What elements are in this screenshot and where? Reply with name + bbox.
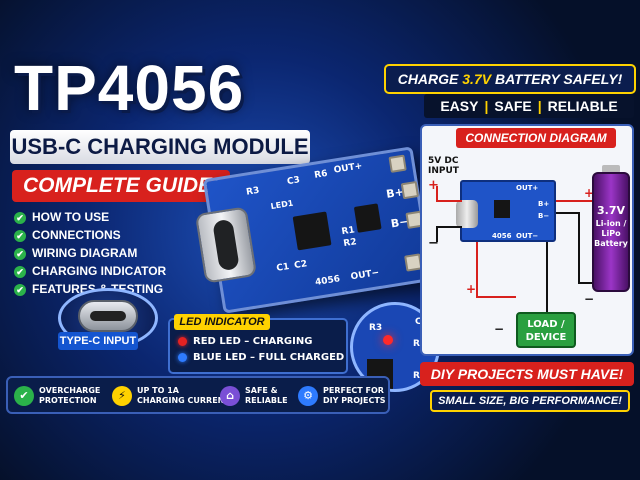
wire-black bbox=[578, 282, 592, 284]
zoom-label-r1: R1 bbox=[413, 371, 426, 381]
feature-item: ✔WIRING DIAGRAM bbox=[14, 244, 184, 262]
board-label-out-minus: OUT− bbox=[350, 268, 380, 283]
shield-home-icon: ⌂ bbox=[220, 386, 240, 406]
wire-red bbox=[436, 200, 462, 202]
wire-black bbox=[578, 212, 580, 284]
small-size-banner: SMALL SIZE, BIG PERFORMANCE! bbox=[430, 390, 630, 412]
mini-out-plus: OUT+ bbox=[516, 184, 539, 192]
check-icon: ✔ bbox=[14, 247, 26, 260]
input-plus: + bbox=[428, 178, 439, 193]
mini-b-plus: B+ bbox=[538, 200, 550, 208]
mini-ic-chip bbox=[494, 200, 510, 218]
battery-label: 3.7V Li-ion / LiPo Battery bbox=[594, 204, 628, 248]
battery-minus: − bbox=[584, 292, 595, 306]
ic-chip bbox=[292, 211, 332, 251]
red-led-icon bbox=[178, 336, 187, 346]
shield-check-icon: ✔ bbox=[14, 386, 34, 406]
lightning-icon: ⚡ bbox=[112, 386, 132, 406]
wire-black bbox=[546, 242, 548, 312]
board-label-r2: R2 bbox=[342, 237, 358, 250]
wire-red bbox=[476, 296, 516, 298]
wire-black bbox=[556, 212, 578, 214]
input-label-1: 5V DC bbox=[428, 156, 459, 166]
load-device-box: LOAD / DEVICE bbox=[516, 312, 576, 348]
feature-item: ✔CHARGING INDICATOR bbox=[14, 262, 184, 280]
board-label-r6: R6 bbox=[313, 168, 329, 181]
mini-out-minus: OUT− bbox=[516, 232, 539, 240]
check-icon: ✔ bbox=[14, 283, 26, 296]
led-indicator-title: LED INDICATOR bbox=[174, 314, 270, 330]
mini-b-minus: B− bbox=[538, 212, 550, 220]
battery-cap bbox=[602, 165, 620, 173]
zoom-label-r6: R6 bbox=[413, 339, 426, 349]
red-led-glow bbox=[383, 335, 393, 345]
board-label-model: 4056 bbox=[314, 274, 341, 289]
battery-icon bbox=[592, 172, 630, 292]
wire-red bbox=[436, 186, 438, 202]
board-label-r3: R3 bbox=[245, 185, 261, 198]
connection-diagram-title: CONNECTION DIAGRAM bbox=[456, 128, 616, 148]
wire-black bbox=[436, 226, 438, 242]
check-icon: ✔ bbox=[14, 211, 26, 224]
wire-red bbox=[556, 200, 592, 202]
wire-red bbox=[476, 242, 478, 298]
feature-list: ✔HOW TO USE ✔CONNECTIONS ✔WIRING DIAGRAM… bbox=[14, 208, 184, 298]
feature-safe: ⌂ SAFE &RELIABLE bbox=[220, 382, 288, 410]
zoom-label-r3: R3 bbox=[369, 323, 383, 333]
subtitle-banner: USB-C CHARGING MODULE bbox=[10, 130, 310, 164]
gear-icon: ⚙ bbox=[298, 386, 318, 406]
input-label-2: INPUT bbox=[428, 166, 459, 176]
battery-plus: + bbox=[584, 186, 595, 200]
check-icon: ✔ bbox=[14, 265, 26, 278]
load-minus: − bbox=[494, 322, 505, 336]
led-row-blue: BLUE LED – FULL CHARGED bbox=[178, 350, 344, 366]
tags-banner: EASY|SAFE|RELIABLE bbox=[424, 94, 634, 118]
board-label-c3: C3 bbox=[286, 175, 301, 188]
load-plus: + bbox=[466, 282, 477, 296]
board-label-c2: C2 bbox=[293, 259, 308, 272]
mini-board: OUT+ B+ B− OUT− 4056 bbox=[456, 180, 556, 242]
solder-pad bbox=[388, 154, 407, 173]
complete-guide-badge: COMPLETE GUIDE! bbox=[12, 170, 230, 202]
led-rows: RED LED – CHARGING BLUE LED – FULL CHARG… bbox=[178, 334, 344, 366]
diy-banner: DIY PROJECTS MUST HAVE! bbox=[420, 362, 634, 386]
blue-led-icon bbox=[178, 352, 187, 362]
usb-c-port bbox=[194, 206, 258, 284]
board-label-led1: LED1 bbox=[270, 198, 294, 212]
input-minus: − bbox=[428, 236, 439, 251]
board-label-r1: R1 bbox=[340, 225, 356, 238]
page-title: TP4056 bbox=[14, 52, 245, 124]
wire-black bbox=[436, 226, 462, 228]
solder-pad bbox=[400, 180, 420, 200]
led-row-red: RED LED – CHARGING bbox=[178, 334, 344, 350]
feature-item: ✔CONNECTIONS bbox=[14, 226, 184, 244]
protection-chip bbox=[353, 203, 382, 233]
board-label-out-plus: OUT+ bbox=[333, 161, 364, 176]
mini-usb-c-port bbox=[456, 200, 478, 228]
check-icon: ✔ bbox=[14, 229, 26, 242]
mini-model: 4056 bbox=[492, 232, 512, 240]
type-c-input-label: TYPE-C INPUT bbox=[58, 332, 138, 350]
charge-banner: CHARGE 3.7V BATTERY SAFELY! bbox=[384, 64, 636, 94]
board-label-c1: C1 bbox=[275, 262, 291, 274]
usb-c-plug-icon bbox=[78, 300, 138, 332]
feature-item: ✔HOW TO USE bbox=[14, 208, 184, 226]
